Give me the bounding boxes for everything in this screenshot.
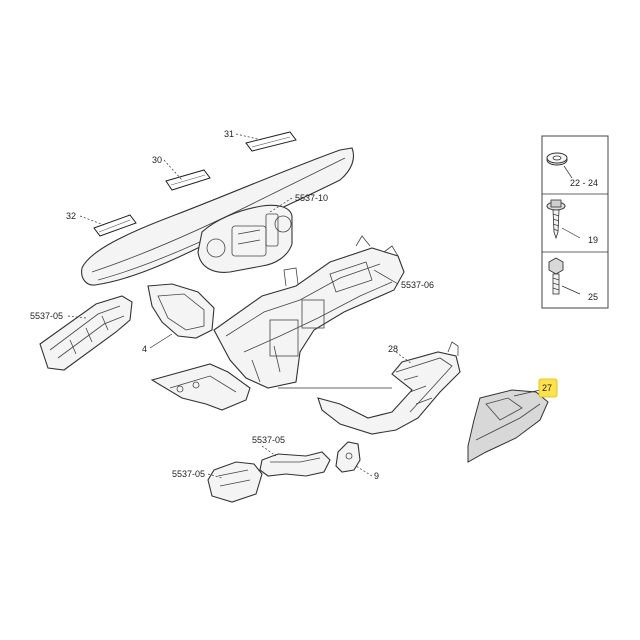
bracket-9[interactable]: [335, 441, 361, 473]
callout-5537-05-bottom: 5537-05: [172, 469, 205, 479]
instrument-cluster-housing[interactable]: [197, 204, 293, 273]
center-air-duct[interactable]: [259, 451, 331, 477]
callout-32: 32: [66, 211, 76, 221]
callout-9: 9: [374, 471, 379, 481]
callout-27: 27: [542, 383, 552, 393]
callout-30: 30: [152, 155, 162, 165]
leader-lines: [67, 133, 541, 479]
callout-27-highlight[interactable]: 27: [538, 378, 558, 398]
callout-5537-05-mid: 5537-05: [252, 435, 285, 445]
fastener-label-bolt: 25: [588, 292, 598, 302]
trim-panel-27[interactable]: [467, 389, 549, 463]
side-panel-4[interactable]: [147, 283, 215, 339]
fastener-label-washer: 22 - 24: [570, 178, 598, 188]
left-vent-duct[interactable]: [39, 295, 133, 371]
pad-30[interactable]: [165, 169, 211, 191]
fasteners-panel: 22 - 24 19 25: [541, 135, 609, 309]
callout-5537-06: 5537-06: [401, 280, 434, 290]
fastener-label-screw: 19: [588, 235, 598, 245]
callout-28: 28: [388, 344, 398, 354]
callout-31: 31: [224, 129, 234, 139]
center-console-structure[interactable]: [213, 235, 405, 389]
console-side-panel-28[interactable]: [317, 341, 461, 435]
pad-31[interactable]: [245, 131, 297, 152]
callout-5537-10: 5537-10: [295, 193, 328, 203]
callout-4: 4: [142, 344, 147, 354]
hex-bolt-icon: [548, 257, 564, 295]
callout-5537-05-left: 5537-05: [30, 311, 63, 321]
lower-air-duct[interactable]: [207, 461, 263, 503]
screw-with-washer-icon: [546, 199, 566, 240]
washer-icon: [546, 152, 568, 166]
lower-dash-panel[interactable]: [150, 363, 251, 411]
pad-32[interactable]: [93, 214, 137, 237]
